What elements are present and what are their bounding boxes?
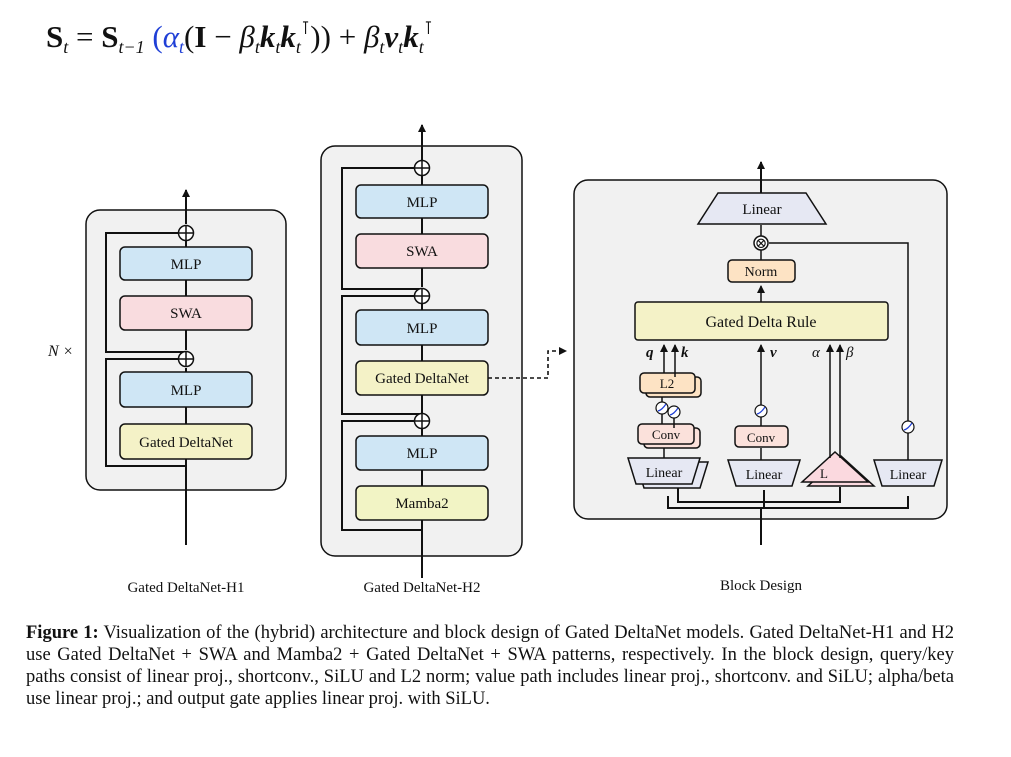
update-equation: St = St−1 (αt(I − βtktkt⊺)) + βtvtkt⊺ [46, 8, 433, 67]
linear-v-block [726, 459, 802, 487]
silu-q-icon [655, 401, 669, 415]
eq-sub: t [179, 37, 185, 57]
eq-sub: t [254, 37, 260, 57]
expand-connector [488, 347, 567, 379]
h1-mlp-label: MLP [171, 257, 202, 273]
conv-qk-block [637, 423, 695, 445]
linear-gate-label: Linear [890, 468, 927, 483]
l2-label: L2 [660, 376, 674, 391]
linear-qk-label: Linear [646, 466, 683, 481]
linear-gate-block [872, 459, 944, 487]
h1-deltanet-block [119, 423, 253, 460]
silu-k-icon [667, 405, 681, 419]
eq-value: v [384, 19, 399, 54]
output-linear-label: Linear [742, 202, 781, 218]
eq-prev-state: S [101, 19, 119, 54]
h2-add-node [413, 159, 431, 177]
eq-plus: + [330, 19, 364, 54]
h2-swa-label: SWA [406, 244, 438, 260]
silu-v-icon [754, 404, 768, 418]
eq-beta: β [239, 19, 255, 54]
h1-residual [105, 358, 186, 467]
eq-sub: t [275, 37, 281, 57]
block-design: Linear Conv L2 q k Linear Conv v L α β [573, 161, 948, 594]
h2-mlp-block [355, 184, 489, 219]
eq-beta: β [363, 19, 380, 54]
h1-add-node [177, 224, 195, 242]
h2-residual [341, 167, 422, 290]
h2-add-node [413, 412, 431, 430]
h2-add-node [413, 287, 431, 305]
eq-alpha: α [162, 19, 180, 54]
gated-delta-rule-label: Gated Delta Rule [705, 314, 816, 331]
h2-mlp-label: MLP [407, 446, 438, 462]
h2-mlp-label: MLP [407, 195, 438, 211]
caption-label: Figure 1: [26, 623, 99, 643]
eq-transpose: ⊺ [300, 18, 311, 38]
eq-sub: t [63, 37, 69, 57]
eq-state: S [46, 19, 64, 54]
k-label: k [681, 345, 689, 361]
h1-mlp-label: MLP [171, 383, 202, 399]
output-linear-block [696, 192, 828, 225]
h2-residual [341, 295, 422, 415]
eq-paren: ( [144, 19, 163, 54]
h1-architecture: MLP SWA MLP Gated DeltaNet N × Gated Del… [47, 189, 287, 596]
h2-mlp-block [355, 309, 489, 346]
eq-key: k [280, 19, 296, 54]
h1-mlp-block [119, 371, 253, 408]
caption-text: Visualization of the (hybrid) architectu… [26, 623, 955, 709]
eq-key: k [403, 19, 419, 54]
norm-label: Norm [745, 265, 778, 280]
eq-minus: − [206, 19, 240, 54]
figure-caption: Figure 1: Visualization of the (hybrid) … [26, 622, 954, 710]
eq-paren: )) [310, 19, 331, 54]
input-bus [677, 487, 841, 503]
beta-label: β [845, 345, 854, 361]
q-label: q [646, 345, 654, 361]
h2-residual [341, 420, 422, 531]
alpha-label: α [812, 345, 821, 361]
block-design-title: Block Design [720, 578, 803, 594]
input-bus [667, 496, 909, 509]
repeat-label: N × [47, 343, 73, 360]
h2-mamba-block [355, 485, 489, 521]
architecture-diagram: MLP SWA MLP Gated DeltaNet N × Gated Del… [47, 124, 948, 596]
linear-ab-label: L [820, 466, 828, 481]
eq-sub: t−1 [118, 37, 145, 57]
linear-ab-block [800, 450, 870, 483]
v-label: v [770, 345, 777, 361]
h2-title: Gated DeltaNet-H2 [363, 580, 480, 596]
linear-qk-block [626, 457, 702, 485]
h1-add-node [177, 350, 195, 368]
h2-mamba-label: Mamba2 [395, 496, 448, 512]
h2-mlp-label: MLP [407, 321, 438, 337]
eq-sub: t [398, 37, 404, 57]
eq-sub: t [418, 37, 424, 57]
h1-residual [105, 232, 186, 353]
h1-title: Gated DeltaNet-H1 [127, 580, 244, 596]
h1-swa-block [119, 295, 253, 331]
h1-deltanet-label: Gated DeltaNet [139, 435, 234, 451]
eq-identity: I [194, 19, 207, 54]
multiply-symbol: ⊗ [755, 236, 768, 252]
eq-key: k [259, 19, 276, 54]
l2-block [639, 372, 696, 394]
conv-qk-label: Conv [652, 427, 681, 442]
h1-swa-label: SWA [170, 306, 202, 322]
linear-v-label: Linear [746, 468, 783, 483]
h2-deltanet-label: Gated DeltaNet [375, 371, 470, 387]
eq-sub: t [295, 37, 301, 57]
h2-swa-block [355, 233, 489, 269]
h2-architecture: MLP SWA MLP Gated DeltaNet MLP Mamba2 Ga… [320, 124, 567, 596]
eq-equals: = [68, 19, 102, 54]
gate-line [769, 242, 909, 421]
conv-v-label: Conv [747, 430, 776, 445]
h2-mlp-block [355, 435, 489, 471]
eq-paren: ( [184, 19, 195, 54]
silu-gate-icon [901, 420, 915, 434]
h1-mlp-block [119, 246, 253, 281]
eq-transpose: ⊺ [423, 18, 434, 38]
eq-sub: t [379, 37, 385, 57]
